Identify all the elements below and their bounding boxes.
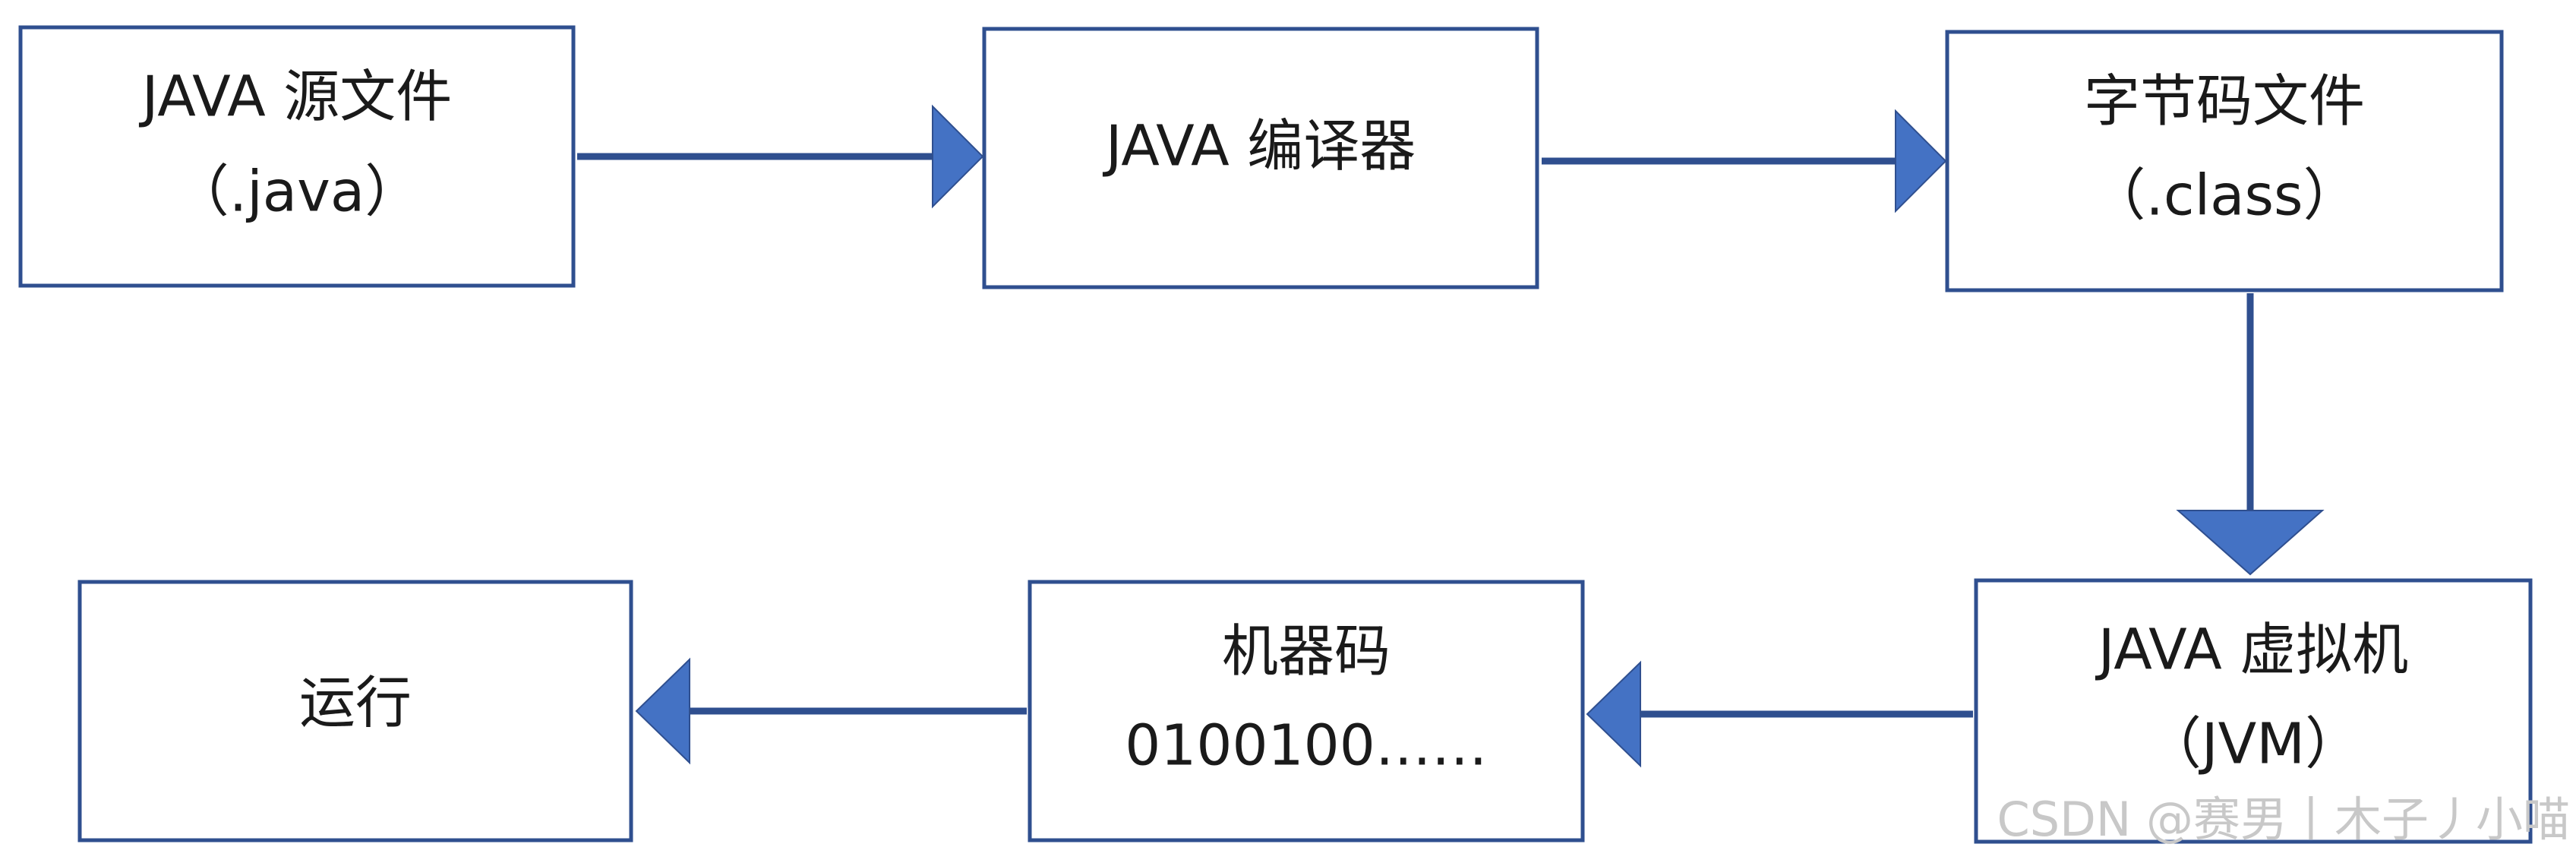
node-java-source-box xyxy=(18,25,576,288)
node-bytecode-file-extension: （.class） xyxy=(2089,163,2359,229)
node-machine-code-box xyxy=(1028,580,1585,842)
node-java-source-extension: （.java） xyxy=(173,160,421,225)
arrow-machine-code-to-run-head xyxy=(635,657,690,765)
node-machine-code-binary: 0100100…… xyxy=(1125,713,1488,779)
node-jvm-abbreviation: （JVM） xyxy=(2145,712,2361,777)
node-bytecode-file-box xyxy=(1945,30,2504,292)
arrow-bytecode-to-jvm-head xyxy=(2176,510,2325,576)
arrow-compiler-to-bytecode xyxy=(1542,109,1947,213)
node-run-title: 运行 xyxy=(299,671,412,736)
node-machine-code: 机器码 0100100…… xyxy=(1028,580,1585,842)
arrow-machine-code-to-run xyxy=(635,657,1027,765)
node-jvm: JAVA 虚拟机 （JVM） xyxy=(1974,578,2533,844)
node-java-compiler-box xyxy=(982,27,1539,289)
arrow-compiler-to-bytecode-head xyxy=(1895,109,1947,213)
node-java-compiler-title: JAVA 编译器 xyxy=(1103,114,1416,179)
node-run-box xyxy=(77,580,633,842)
node-bytecode-file: 字节码文件 （.class） xyxy=(1945,30,2504,292)
arrow-bytecode-to-jvm xyxy=(2176,293,2325,576)
node-run: 运行 xyxy=(77,580,633,842)
arrow-source-to-compiler xyxy=(577,104,984,209)
node-java-compiler: JAVA 编译器 xyxy=(982,27,1539,289)
node-machine-code-title: 机器码 xyxy=(1222,619,1391,684)
watermark-text: CSDN @赛男丨木子丿小喵 xyxy=(1997,792,2570,847)
arrow-source-to-compiler-head xyxy=(932,104,984,209)
arrow-jvm-to-machine-code xyxy=(1586,660,1973,768)
node-java-source-title: JAVA 源文件 xyxy=(139,65,452,130)
node-java-source: JAVA 源文件 （.java） xyxy=(18,25,576,288)
node-jvm-title: JAVA 虚拟机 xyxy=(2095,618,2408,683)
arrow-jvm-to-machine-code-head xyxy=(1586,660,1641,768)
node-jvm-box xyxy=(1974,578,2533,844)
node-bytecode-file-title: 字节码文件 xyxy=(2084,69,2365,134)
